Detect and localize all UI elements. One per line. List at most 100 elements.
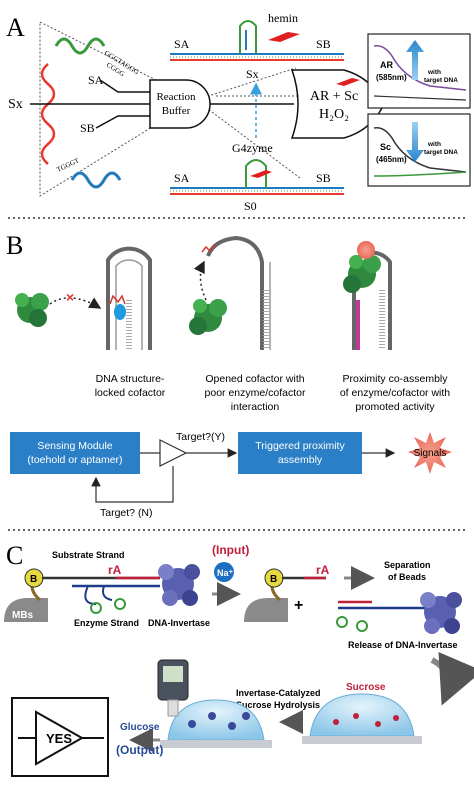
sensing-module-box [10, 432, 140, 474]
magnetic-bead-right [244, 598, 288, 622]
hemin-shape-top [268, 32, 300, 42]
reaction-buffer-line1: Reaction [156, 91, 196, 103]
sucrose-dome [309, 693, 415, 737]
enzyme-strand-loop-b [114, 598, 126, 610]
ar-sc-gate [290, 69, 385, 139]
sc-spectrum-curve-low [373, 171, 467, 177]
caption-1-line1: DNA structure- [96, 373, 165, 385]
enzyme-strand-label: Enzyme Strand [74, 618, 139, 628]
enzyme-1 [15, 293, 49, 327]
gate-line1: AR + Sc [310, 89, 358, 104]
seq-bottom: TGGGT [55, 156, 81, 174]
sc-note-line1: with [427, 141, 441, 148]
ar-wavelength: (585nm) [376, 73, 407, 82]
plus-sign: + [294, 597, 303, 614]
dna-invertase-left [158, 564, 200, 606]
glucose-dot-1 [188, 720, 196, 728]
ra-label-right: rA [316, 563, 330, 577]
sucrose-dot-1 [333, 719, 339, 725]
sc-spectrum-curve-high [373, 126, 467, 173]
panel-b: B × [6, 231, 452, 519]
substrate-strand-label: Substrate Strand [52, 550, 125, 560]
ar-spectrum-curve-high [373, 44, 467, 91]
glucose-dot-2 [208, 712, 216, 720]
caption-2-line2: poor enzyme/cofactor [205, 387, 306, 399]
sa-label-left: SA [88, 73, 104, 87]
caption-2-line1: Opened cofactor with [205, 373, 304, 385]
signals-starburst [408, 432, 452, 474]
cofactor-ligand-1 [109, 294, 126, 305]
yes-label: YES [46, 731, 72, 746]
curved-arrow [430, 651, 474, 706]
decision-triangle [159, 439, 188, 467]
cofactor-locked [114, 304, 126, 320]
sa-green-probe [54, 37, 106, 55]
sucrose-dot-4 [393, 715, 399, 721]
hemin-shape-gate [336, 78, 360, 86]
g4zyme-label: G4zyme [232, 141, 273, 155]
enzyme-3 [343, 255, 381, 293]
sucrose-plate [302, 736, 422, 744]
na-ion-label: Na⁺ [217, 568, 234, 578]
hydrolysis-line2: Sucrose Hydrolysis [236, 700, 320, 710]
sa-label-bottom: SA [174, 171, 190, 185]
sa-input-line [99, 79, 150, 93]
caption-3-line1: Proximity co-assembly [342, 373, 448, 385]
weak-interaction-arrow [193, 260, 207, 301]
sx-target-strand [40, 63, 56, 165]
dna-invertase-label-left: DNA-Invertase [148, 618, 210, 628]
sx-complex-label: Sx [246, 67, 259, 81]
glucose-dome [167, 699, 265, 741]
sucrose-dot-3 [375, 721, 381, 727]
ar-spectrum-curve-low [373, 95, 467, 101]
sb-label-left: SB [80, 121, 95, 135]
enzyme-2 [189, 299, 227, 335]
sc-decrease-arrow [406, 122, 424, 162]
s0-label: S0 [244, 199, 257, 213]
panel-b-label: B [6, 231, 23, 260]
proximity-signal-burst [357, 241, 375, 259]
g-quadruplex-top [239, 20, 257, 54]
panel-c: C MBs B Substrate Strand rA Enzyme Stran… [4, 541, 474, 777]
reaction-buffer-line2: Buffer [162, 105, 191, 117]
dotted-guide-mid [195, 67, 297, 101]
release-label: Release of DNA-Invertase [348, 640, 458, 650]
released-loop-a [336, 616, 348, 628]
blocked-arrow [49, 297, 102, 309]
dotted-triangle [39, 21, 198, 197]
sucrose-label: Sucrose [346, 682, 386, 693]
sx-label: Sx [8, 97, 23, 112]
caption-2-line3: interaction [231, 401, 280, 413]
caption-3-line2: of enzyme/cofactor with [340, 387, 450, 399]
cofactor-ligand-2 [201, 244, 215, 253]
triggered-assembly-box [238, 432, 362, 474]
ra-label-left: rA [108, 563, 122, 577]
sb-label-bottom: SB [316, 171, 331, 185]
sc-label: Sc [380, 142, 391, 152]
dotted-guide-bottom [195, 99, 301, 179]
na-ion-circle [214, 562, 234, 582]
hairpin-1-inner [115, 259, 143, 350]
mbs-label: MBs [12, 610, 34, 621]
panel-c-label: C [6, 541, 23, 570]
released-loop-b [356, 620, 368, 632]
sb-blue-probe [70, 171, 122, 189]
enzyme-strand-loop-a [90, 602, 102, 614]
glucose-plate [160, 740, 272, 748]
target-yes-label: Target?(Y) [176, 431, 225, 443]
output-label: (Output) [116, 743, 163, 757]
opened-strand [206, 235, 264, 350]
glucose-dot-3 [228, 722, 236, 730]
sa-label-top: SA [174, 37, 190, 51]
separation-line1: Separation [384, 560, 431, 570]
triggered-line2: assembly [278, 454, 323, 466]
sensing-line2: (toehold or aptamer) [27, 454, 122, 466]
blocked-x-mark: × [66, 289, 74, 305]
hemin-shape-bottom [250, 170, 272, 178]
separation-line2: of Beads [388, 572, 426, 582]
caption-3-line3: promoted activity [355, 401, 435, 413]
reaction-buffer-gate [149, 79, 211, 129]
hydrolysis-line1: Invertase-Catalyzed [236, 688, 321, 698]
magnetic-bead-left [4, 598, 48, 622]
